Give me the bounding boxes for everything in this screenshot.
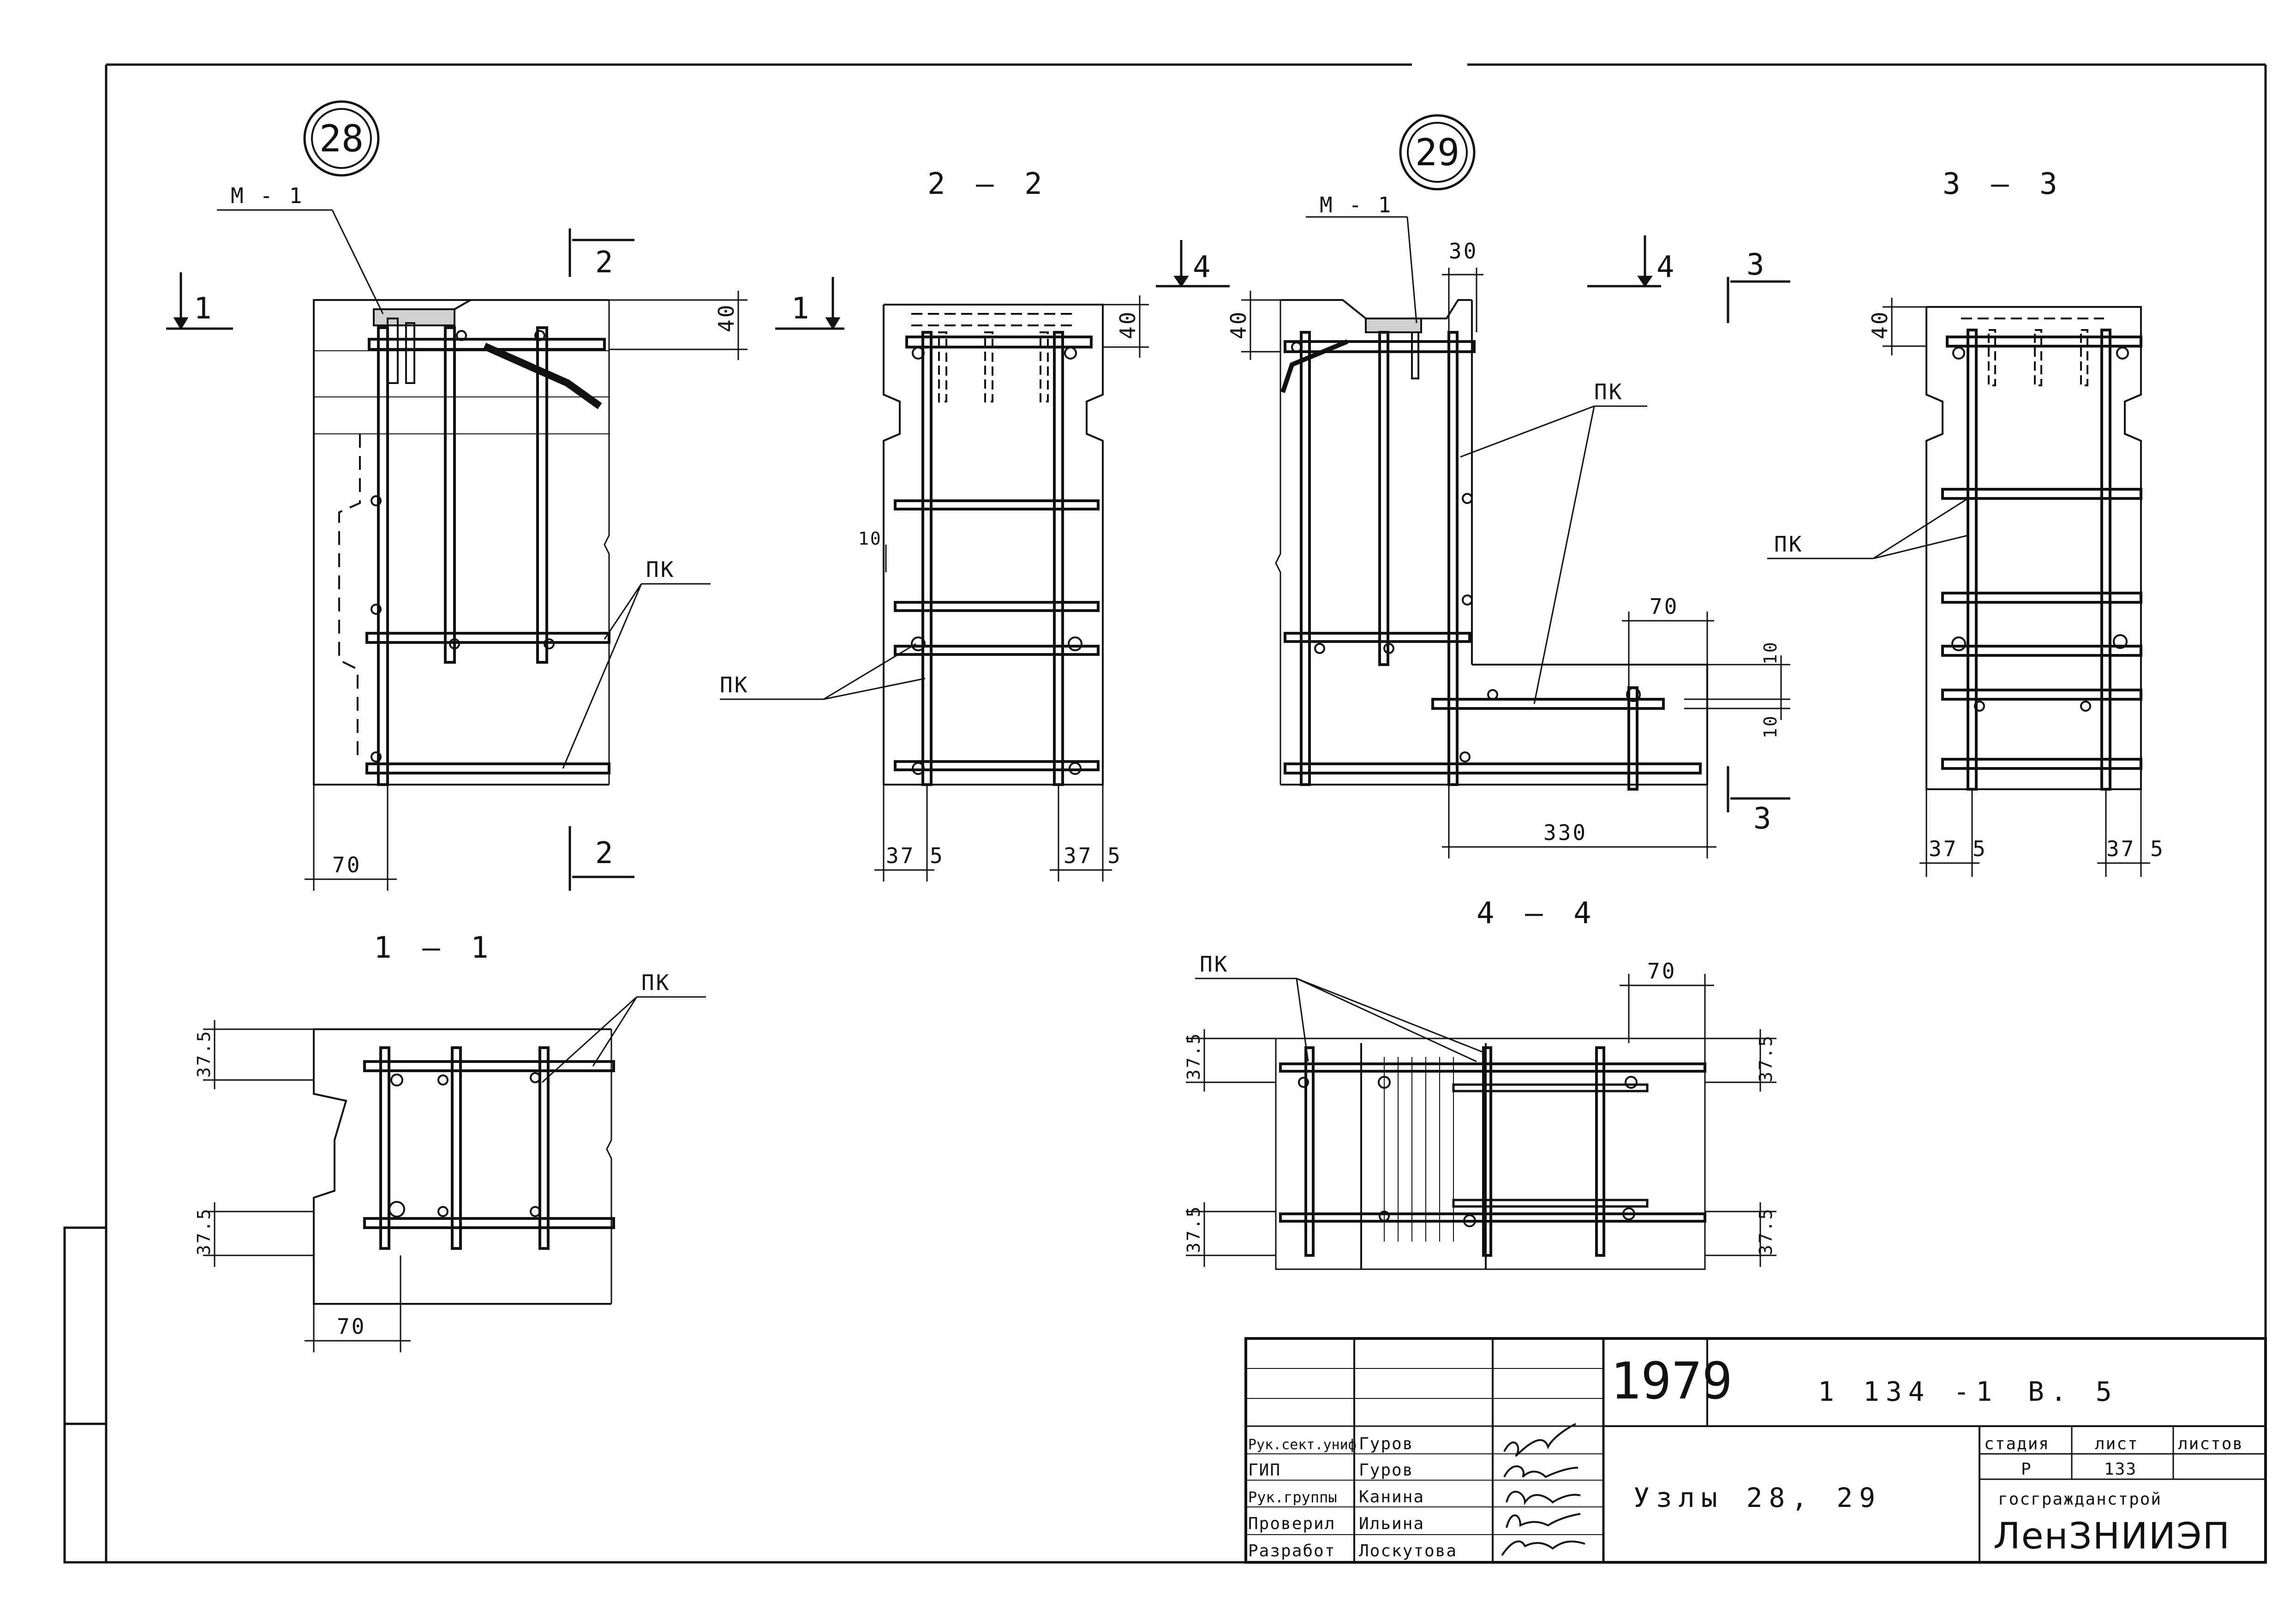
label-m1-node29: М - 1: [1320, 192, 1393, 217]
role-developed: Разработ: [1248, 1542, 1335, 1560]
title-drawing-name: Узлы 28, 29: [1633, 1482, 1882, 1513]
org-top: госгражданстрой: [1998, 1490, 2162, 1509]
node-29-dims: [1241, 216, 1790, 858]
title-year: 1979: [1610, 1351, 1733, 1410]
label-m1-node28: М - 1: [231, 183, 304, 208]
dim-10-node29-bottom: 10: [1760, 714, 1781, 738]
dim-40-node29: 40: [1226, 310, 1251, 339]
label-pk-sec33: ПК: [1774, 532, 1803, 557]
cut-1-label-a: 1: [194, 292, 218, 326]
section-1-1-title: 1 — 1: [374, 931, 495, 965]
dim-40-sec33: 40: [1867, 310, 1892, 339]
sheet-frame: [63, 63, 2267, 1564]
dim-37-5-sec11-top: 37.5: [194, 1030, 214, 1078]
dim-37-5-sec44-right-top: 37.5: [1756, 1034, 1776, 1082]
name-row-2: Гуров: [1359, 1461, 1413, 1480]
cut-marker-3-top: [1727, 277, 1790, 323]
section-2-2-title: 2 — 2: [927, 167, 1049, 201]
node-28-dims: [217, 209, 747, 891]
section-4-4-dims: [1186, 974, 1776, 1267]
title-block-lines: [1244, 1337, 2267, 1564]
org-bottom: ЛенЗНИИЭП: [1993, 1516, 2230, 1557]
dim-37-5-sec44-left-bottom: 37.5: [1184, 1205, 1204, 1253]
role-chief-engineer: ГИП: [1248, 1461, 1281, 1480]
dim-375-sec33-right: 37 5: [2106, 836, 2165, 861]
dim-70-sec11: 70: [337, 1314, 366, 1339]
cut-marker-4-left: [1156, 240, 1230, 288]
node-28-number: 28: [319, 117, 364, 160]
cut-marker-1-mid: [775, 277, 844, 330]
section-2-2-dims: [720, 295, 1149, 882]
cut-marker-1-left: [166, 272, 233, 330]
dim-40-sec22: 40: [1115, 310, 1140, 339]
dim-375-sec33-left: 37 5: [1929, 836, 1987, 861]
section-2-2-view: [883, 304, 1104, 786]
label-pk-node29: ПК: [1594, 379, 1623, 404]
stage-value: Р: [2021, 1460, 2032, 1479]
node-29-marker: 29: [1399, 114, 1476, 191]
label-pk-sec22: ПК: [720, 672, 749, 697]
node-28-marker: 28: [303, 100, 380, 177]
role-head-group: Рук.группы: [1248, 1488, 1337, 1506]
cut-4-label-a: 4: [1193, 250, 1217, 284]
name-row-1: Гуров: [1359, 1434, 1413, 1453]
section-3-3-dims: [1767, 298, 2150, 877]
section-4-4-title: 4 — 4: [1477, 896, 1598, 930]
dim-30-node29: 30: [1449, 239, 1478, 264]
cut-marker-4-right: [1587, 235, 1661, 288]
dim-40-node28: 40: [714, 303, 739, 332]
section-1-1-view: [313, 1028, 615, 1305]
node-28-view: [313, 299, 610, 786]
sheet-header: лист: [2095, 1434, 2139, 1453]
title-issue: В. 5: [2028, 1376, 2118, 1407]
label-pk-sec11: ПК: [641, 970, 670, 995]
node-29-view: [1275, 299, 1708, 791]
section-4-4-view: [1275, 1038, 1706, 1270]
node-29-number: 29: [1415, 131, 1459, 174]
dim-37-5-sec44-left-top: 37.5: [1184, 1032, 1204, 1080]
cut-4-label-b: 4: [1656, 250, 1681, 284]
cut-3-label-a: 3: [1746, 248, 1771, 282]
dim-10-node29-top: 10: [1760, 641, 1781, 665]
signatures: [1501, 1423, 1585, 1556]
stage-header: стадия: [1984, 1434, 2050, 1453]
label-pk-node28: ПК: [646, 557, 675, 582]
sheet-value: 133: [2104, 1460, 2137, 1479]
name-row-4: Ильина: [1359, 1514, 1424, 1533]
name-row-5: Лоскутова: [1359, 1542, 1457, 1560]
section-1-1-dims: [203, 996, 706, 1352]
role-checked: Проверил: [1248, 1514, 1335, 1533]
dim-375-sec22-left: 37 5: [886, 843, 945, 868]
dim-37-5-sec44-right-bottom: 37.5: [1756, 1207, 1776, 1255]
cut-marker-2-top: [568, 228, 634, 277]
dim-330-node29: 330: [1543, 820, 1587, 845]
dim-375-sec22-right: 37 5: [1064, 843, 1122, 868]
role-head-section: Рук.сект.униф: [1248, 1437, 1357, 1453]
section-3-3-title: 3 — 3: [1943, 167, 2064, 201]
dim-70-node29: 70: [1650, 594, 1679, 619]
section-3-3-view: [1925, 306, 2142, 791]
dim-70-sec44: 70: [1647, 959, 1676, 984]
dim-10-sec22: 10: [858, 528, 882, 549]
sheets-header: листов: [2178, 1434, 2243, 1453]
title-series: 1 134 -1: [1818, 1376, 1998, 1407]
name-row-3: Канина: [1359, 1488, 1424, 1506]
dim-70-node28: 70: [332, 852, 361, 877]
dim-37-5-sec11-bottom: 37.5: [194, 1207, 214, 1255]
cut-marker-2-bottom: [568, 826, 634, 891]
cut-3-label-b: 3: [1753, 802, 1778, 836]
cut-marker-3-bottom: [1727, 766, 1790, 812]
cut-2-label-b: 2: [595, 836, 620, 870]
cut-1-label-b: 1: [791, 292, 816, 326]
label-pk-sec44: ПК: [1200, 952, 1229, 977]
cut-2-label-a: 2: [595, 246, 620, 280]
